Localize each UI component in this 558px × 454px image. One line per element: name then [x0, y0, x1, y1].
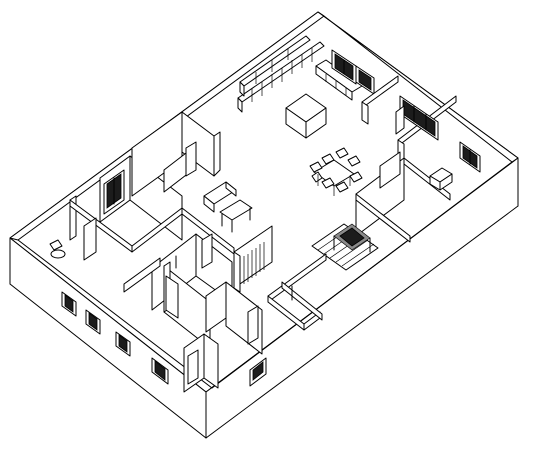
- window-icon: [331, 49, 357, 85]
- window-icon: [85, 309, 101, 335]
- interior-wall: [213, 131, 221, 177]
- interior-wall: [361, 101, 369, 125]
- door-icon: [185, 141, 197, 177]
- interior-wall: [379, 151, 401, 189]
- door-icon: [395, 105, 405, 135]
- door-icon: [201, 233, 213, 269]
- closet-icon: [233, 225, 273, 293]
- kitchen-island-icon: [285, 93, 327, 139]
- interior-wall: [123, 257, 161, 293]
- window-icon: [151, 357, 169, 385]
- cabinet-icon: [429, 167, 453, 191]
- dining-set-icon: [309, 147, 363, 196]
- window-icon: [249, 357, 267, 387]
- window-icon: [399, 95, 439, 141]
- window-icon: [61, 291, 77, 317]
- window-icon: [355, 65, 375, 95]
- door-icon: [83, 217, 97, 261]
- toilet-icon: [49, 239, 66, 259]
- door-icon: [165, 275, 179, 319]
- window-icon: [459, 141, 481, 173]
- interior-wall: [355, 193, 411, 243]
- wall-top-edge-sw: [17, 239, 213, 389]
- interior-wall: [203, 333, 219, 389]
- window-icon: [103, 169, 125, 215]
- kitchen-counter-icon: [237, 35, 325, 113]
- table-icon: [219, 199, 253, 233]
- stair-icon: [311, 223, 379, 271]
- door-icon: [187, 349, 199, 385]
- sofa-icon: [203, 181, 237, 213]
- window-icon: [115, 331, 131, 357]
- door-icon: [247, 305, 259, 345]
